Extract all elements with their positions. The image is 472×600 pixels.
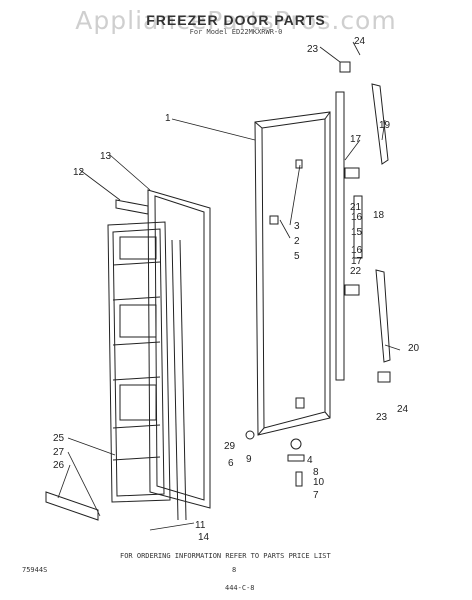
leader-lines xyxy=(57,41,401,531)
callout-16b: 16 xyxy=(351,245,363,256)
callout-29: 29 xyxy=(224,441,236,452)
callout-12: 12 xyxy=(73,167,85,178)
callout-11: 11 xyxy=(195,520,206,531)
callout-13: 13 xyxy=(100,151,112,162)
callout-9: 9 xyxy=(246,454,252,465)
callout-21: 21 xyxy=(350,202,362,213)
callout-24b: 24 xyxy=(397,404,409,415)
callout-1: 1 xyxy=(165,113,171,124)
callout-6: 6 xyxy=(228,458,234,469)
callout-23b: 23 xyxy=(376,412,388,423)
callout-16a: 16 xyxy=(351,212,363,223)
door-liner-drawing xyxy=(107,221,171,503)
callout-5: 5 xyxy=(294,251,300,262)
callout-27: 27 xyxy=(53,447,65,458)
watermark: AppliancePartsPros.com xyxy=(75,6,397,35)
bottom-code: 444-C-8 xyxy=(225,584,255,592)
gasket-drawing xyxy=(147,189,211,509)
callout-23a: 23 xyxy=(307,44,319,55)
model-subtitle: For Model ED22MKXRWR-0 xyxy=(189,28,283,36)
callout-20: 20 xyxy=(408,343,420,354)
callout-7: 7 xyxy=(313,490,319,501)
breaker-strips-drawing xyxy=(45,199,187,521)
callout-2: 2 xyxy=(294,236,300,247)
callout-25: 25 xyxy=(53,433,65,444)
ordering-instruction: FOR ORDERING INFORMATION REFER TO PARTS … xyxy=(120,552,331,560)
diagram-title: FREEZER DOOR PARTS xyxy=(146,12,326,28)
handle-parts-drawing xyxy=(245,61,391,487)
callout-8: 8 xyxy=(313,467,319,478)
callout-4: 4 xyxy=(307,455,313,466)
callout-numbers: 1 2 3 4 5 6 7 8 9 10 11 12 13 14 15 16 1… xyxy=(53,36,420,543)
page-number: 8 xyxy=(232,566,237,574)
callout-14: 14 xyxy=(198,532,210,543)
callout-26: 26 xyxy=(53,460,65,471)
left-code: 75944S xyxy=(22,566,48,574)
callout-10: 10 xyxy=(313,477,325,488)
callout-17a: 17 xyxy=(350,134,362,145)
callout-15: 15 xyxy=(351,227,363,238)
callout-22: 22 xyxy=(350,266,362,277)
callout-24a: 24 xyxy=(354,36,366,47)
callout-17b: 17 xyxy=(351,256,363,267)
callout-3: 3 xyxy=(294,221,300,232)
door-panel-drawing xyxy=(254,111,331,436)
callout-18: 18 xyxy=(373,210,385,221)
callout-19: 19 xyxy=(379,120,391,131)
